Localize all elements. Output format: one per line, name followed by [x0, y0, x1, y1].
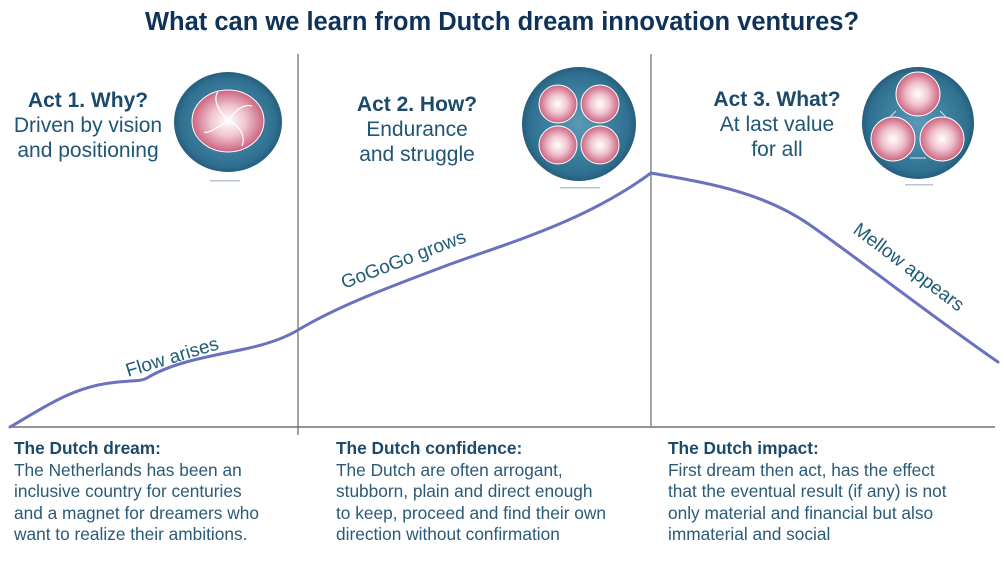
dutch-impact-heading: The Dutch impact: — [668, 438, 819, 458]
body-line: want to realize their ambitions. — [14, 524, 248, 544]
three-circle-diagram-icon — [862, 67, 974, 186]
body-line: The Netherlands has been an — [14, 459, 242, 480]
act-2-line2: and struggle — [359, 143, 475, 166]
dutch-dream-block: The Dutch dream: The Netherlands has bee… — [14, 438, 304, 546]
flow-arises-label: Flow arises — [123, 334, 221, 382]
body-line: stubborn, plain and direct enough — [336, 481, 593, 501]
dutch-impact-block: The Dutch impact: First dream then act, … — [668, 438, 988, 546]
four-circle-diagram-icon — [522, 67, 636, 189]
act-1-heading: Act 1. Why? — [27, 89, 149, 112]
body-line: direction without confirmation — [336, 524, 560, 544]
act-2-header: Act 2. How? Endurance and struggle — [342, 92, 492, 167]
gogogo-grows-label: GoGoGo grows — [338, 227, 469, 294]
body-line: First dream then act, has the effect — [668, 459, 935, 480]
body-line: that the eventual result (if any) is not — [668, 481, 947, 501]
act-3-header: Act 3. What? At last value for all — [702, 87, 852, 162]
act-3-line1: At last value — [719, 113, 835, 136]
page-title: What can we learn from Dutch dream innov… — [144, 8, 860, 36]
act-3-heading: Act 3. What? — [713, 88, 841, 111]
dutch-confidence-block: The Dutch confidence: The Dutch are ofte… — [336, 438, 636, 546]
dutch-dream-heading: The Dutch dream: — [14, 438, 161, 458]
act-1-line2: and positioning — [17, 139, 159, 162]
growth-curve — [8, 171, 1000, 429]
body-line: The Dutch are often arrogant, — [336, 459, 563, 480]
body-line: immaterial and social — [668, 524, 831, 544]
act-2-line1: Endurance — [366, 118, 468, 141]
act-3-line2: for all — [751, 138, 803, 161]
act-2-heading: Act 2. How? — [356, 93, 478, 116]
body-line: inclusive country for centuries — [14, 481, 242, 501]
act-1-line1: Driven by vision — [13, 114, 163, 137]
dutch-confidence-heading: The Dutch confidence: — [336, 438, 523, 458]
body-line: to keep, proceed and find their own — [336, 502, 606, 523]
act-1-header: Act 1. Why? Driven by vision and positio… — [8, 88, 168, 163]
spiral-circle-diagram-icon — [174, 72, 282, 182]
body-line: and a magnet for dreamers who — [14, 502, 259, 523]
body-line: only material and financial but also — [668, 502, 934, 523]
